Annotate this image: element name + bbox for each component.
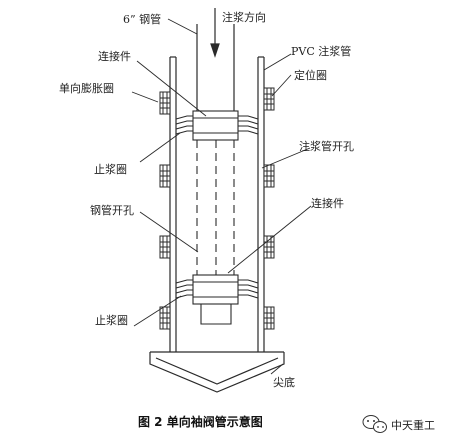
watermark: 中天重工 [362,415,435,433]
label-positioning-ring: 定位圈 [294,68,327,82]
watermark-text: 中天重工 [391,418,435,432]
ring-right-4 [263,306,275,330]
pvc-grout-pipe [169,56,265,352]
label-steel-pipe-hole: 钢管开孔 [90,203,134,217]
ring-right-3 [263,235,275,259]
label-pvc-grout-pipe: PVC 注浆管 [291,44,351,58]
leader-lines [131,18,312,375]
inner-pipe-dashed [196,140,235,275]
tip-bottom [149,351,285,393]
connector-top [192,110,239,141]
packer-bands-mid [175,279,259,299]
label-tip-bottom: 尖底 [273,375,295,389]
inner-pipe-lower [200,304,232,325]
ring-left-3 [159,235,171,259]
packer-bands-top [175,115,259,135]
ring-set [159,87,275,330]
label-grout-stop-ring-upper: 止浆圈 [94,162,127,176]
label-connector-top: 连接件 [98,50,131,63]
label-connector-mid: 连接件 [311,197,344,210]
ring-left-1 [159,91,171,115]
steel-pipe-top [196,24,235,112]
ring-left-4 [159,306,171,330]
connector-mid [192,274,239,305]
ring-right-2 [263,164,275,188]
ring-right-1 [263,87,275,111]
ring-left-2 [159,164,171,188]
wechat-icon [362,415,387,433]
grout-direction-arrow [210,8,220,58]
label-steel-pipe: 6” 钢管 [123,12,161,26]
label-grout-pipe-hole: 注浆管开孔 [299,139,354,153]
figure-caption: 图 2 单向袖阀管示意图 [138,414,263,429]
label-grout-direction: 注浆方向 [222,10,266,24]
label-grout-stop-ring-lower: 止浆圈 [95,313,128,327]
label-one-way-expansion-ring: 单向膨胀圈 [59,81,114,95]
